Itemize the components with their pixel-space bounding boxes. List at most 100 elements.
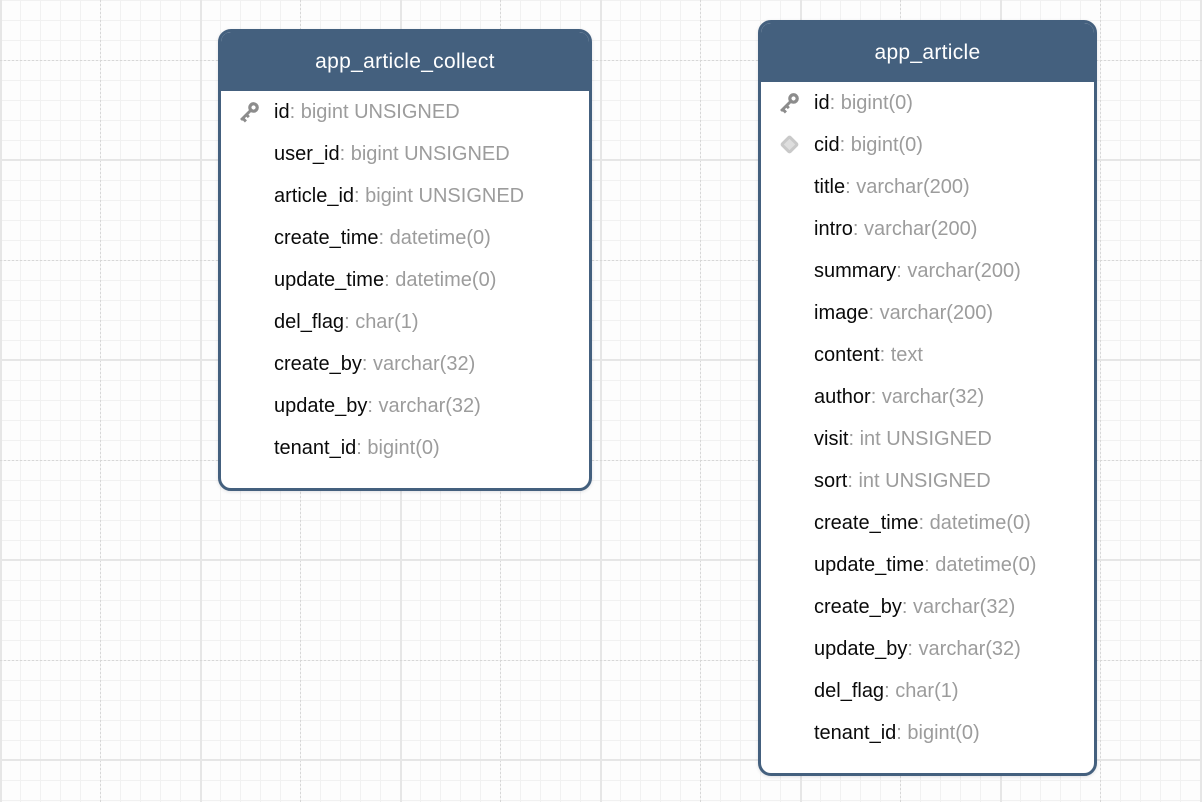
field-type: datetime(0) (389, 226, 491, 249)
field-name: create_by (274, 352, 362, 375)
field-separator: : (354, 184, 366, 207)
field-type: datetime(0) (929, 511, 1031, 534)
field-name: summary (814, 259, 897, 282)
field-type: int UNSIGNED (858, 469, 991, 492)
table-header[interactable]: app_article (761, 23, 1094, 82)
index-icon (776, 131, 803, 158)
field-type: varchar(200) (864, 217, 978, 240)
table-field-list: id: bigint(0)cid: bigint(0)title: varcha… (761, 82, 1094, 773)
field-type: varchar(200) (879, 301, 993, 324)
field-type: datetime(0) (935, 553, 1037, 576)
field-name: tenant_id (814, 721, 897, 744)
field-row-update_by: update_by: varchar(32) (761, 628, 1094, 670)
field-name: sort (814, 469, 848, 492)
primary-key-icon (776, 89, 803, 116)
field-separator: : (845, 175, 857, 198)
field-name: title (814, 175, 846, 198)
field-name: visit (814, 427, 849, 450)
field-separator: : (907, 637, 919, 660)
field-separator: : (868, 301, 880, 324)
field-separator: : (847, 469, 859, 492)
field-separator: : (901, 595, 913, 618)
field-type: bigint(0) (367, 436, 440, 459)
field-type: bigint UNSIGNED (350, 142, 510, 165)
field-separator: : (339, 142, 351, 165)
field-separator: : (289, 100, 301, 123)
field-separator: : (356, 436, 368, 459)
field-name: id (274, 100, 290, 123)
field-name: del_flag (274, 310, 345, 333)
field-type: bigint(0) (840, 91, 913, 114)
field-name: create_time (814, 511, 919, 534)
field-separator: : (378, 226, 390, 249)
field-row-user_id: user_id: bigint UNSIGNED (221, 133, 589, 175)
field-separator: : (848, 427, 860, 450)
field-name: intro (814, 217, 853, 240)
field-type: varchar(32) (881, 385, 985, 408)
field-separator: : (361, 352, 373, 375)
field-separator: : (896, 721, 908, 744)
field-separator: : (870, 385, 882, 408)
field-separator: : (852, 217, 865, 240)
field-separator: : (344, 310, 356, 333)
field-type: bigint UNSIGNED (300, 100, 460, 123)
field-name: update_time (274, 268, 385, 291)
field-row-id: id: bigint(0) (761, 82, 1094, 124)
field-name: user_id (274, 142, 340, 165)
field-type: char(1) (355, 310, 419, 333)
field-row-id: id: bigint UNSIGNED (221, 91, 589, 133)
field-name: cid (814, 133, 840, 156)
field-row-update_time: update_time: datetime(0) (761, 544, 1094, 586)
field-type: varchar(32) (372, 352, 476, 375)
primary-key-icon (236, 98, 263, 125)
field-type: bigint UNSIGNED (365, 184, 525, 207)
field-type: varchar(32) (912, 595, 1016, 618)
field-separator: : (896, 259, 908, 282)
field-separator: : (879, 343, 891, 366)
field-row-tenant_id: tenant_id: bigint(0) (221, 427, 589, 469)
field-row-intro: intro: varchar(200) (761, 208, 1094, 250)
field-name: author (814, 385, 871, 408)
field-name: tenant_id (274, 436, 357, 459)
field-type: bigint(0) (907, 721, 980, 744)
field-name: update_by (814, 637, 908, 660)
field-name: create_time (274, 226, 379, 249)
field-type: datetime(0) (395, 268, 497, 291)
field-row-del_flag: del_flag: char(1) (761, 670, 1094, 712)
field-separator: : (884, 679, 896, 702)
field-separator: : (924, 553, 936, 576)
field-separator: : (839, 133, 851, 156)
field-row-create_by: create_by: varchar(32) (761, 586, 1094, 628)
field-row-title: title: varchar(200) (761, 166, 1094, 208)
field-row-create_time: create_time: datetime(0) (221, 217, 589, 259)
field-row-create_time: create_time: datetime(0) (761, 502, 1094, 544)
field-row-update_time: update_time: datetime(0) (221, 259, 589, 301)
field-type: int UNSIGNED (859, 427, 992, 450)
field-name: del_flag (814, 679, 885, 702)
table-title: app_article (874, 40, 981, 64)
field-name: image (814, 301, 869, 324)
field-name: update_by (274, 394, 368, 417)
field-row-image: image: varchar(200) (761, 292, 1094, 334)
field-name: update_time (814, 553, 925, 576)
table-header[interactable]: app_article_collect (221, 32, 589, 91)
field-row-update_by: update_by: varchar(32) (221, 385, 589, 427)
field-separator: : (384, 268, 396, 291)
field-type: bigint(0) (850, 133, 923, 156)
field-type: varchar(200) (856, 175, 970, 198)
field-type: char(1) (895, 679, 959, 702)
field-name: content (814, 343, 880, 366)
field-separator: : (918, 511, 930, 534)
field-row-article_id: article_id: bigint UNSIGNED (221, 175, 589, 217)
field-row-cid: cid: bigint(0) (761, 124, 1094, 166)
field-separator: : (367, 394, 379, 417)
field-type: varchar(32) (378, 394, 481, 417)
field-row-tenant_id: tenant_id: bigint(0) (761, 712, 1094, 754)
field-row-content: content: text (761, 334, 1094, 376)
field-type: varchar(200) (907, 259, 1021, 282)
field-row-visit: visit: int UNSIGNED (761, 418, 1094, 460)
